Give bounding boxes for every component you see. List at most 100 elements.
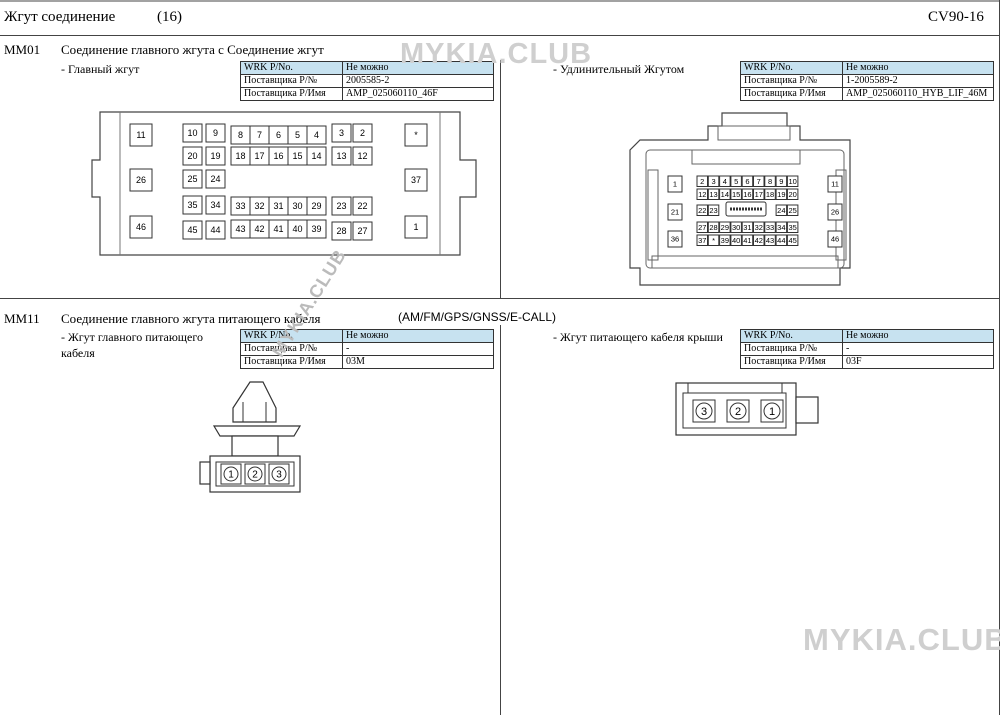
pin-label: 30 xyxy=(732,223,740,232)
pin-label: 15 xyxy=(732,190,740,199)
spec-value: Не можно xyxy=(842,61,994,75)
pin-label: * xyxy=(712,236,715,245)
connector-pin: 28 xyxy=(707,221,720,233)
connector-pin: 26 xyxy=(129,168,153,192)
connector-pin: 25 xyxy=(182,169,203,189)
connector-pin: 14 xyxy=(719,188,731,200)
pin-label: 12 xyxy=(698,190,706,199)
pin-label: 40 xyxy=(292,224,302,234)
pin-label: 26 xyxy=(831,208,839,217)
pin-label: 43 xyxy=(766,236,774,245)
connector-pin: 23 xyxy=(331,196,352,216)
connector-pin: 12 xyxy=(696,188,708,200)
pin-label: 43 xyxy=(235,224,245,234)
pin-label: 22 xyxy=(698,206,706,215)
pin-label: 23 xyxy=(336,201,346,211)
spec-value: Не можно xyxy=(342,61,494,75)
connector-pin: 20 xyxy=(786,188,799,200)
connector-pin: 20 xyxy=(182,146,203,166)
connector-bottom-rail xyxy=(651,255,839,269)
connector-pin: 1 xyxy=(667,175,683,193)
connector-pin: 35 xyxy=(182,195,203,215)
pin-label: 28 xyxy=(336,226,346,236)
pin-label: 15 xyxy=(292,151,302,161)
pin-label: 14 xyxy=(311,151,321,161)
connector-side-tab xyxy=(795,396,819,424)
connector-pin: 3 xyxy=(707,175,720,187)
pin-label: 5 xyxy=(295,130,300,140)
connector-latch xyxy=(232,381,277,423)
pin-label: 24 xyxy=(210,174,220,184)
pin-label: 18 xyxy=(766,190,774,199)
pin-label: 5 xyxy=(734,177,738,186)
pin-label: 27 xyxy=(357,226,367,236)
pin-label: 1 xyxy=(228,470,234,481)
pin-label: 8 xyxy=(768,177,772,186)
connector-pin: 9 xyxy=(775,175,788,187)
connector-pin: 45 xyxy=(182,220,203,240)
mm01-code: MM01 xyxy=(4,42,41,57)
connector-pin: 8 xyxy=(764,175,776,187)
connector-pin: 10 xyxy=(182,123,203,143)
spec-key: WRK P/No. xyxy=(240,329,343,343)
pin-label: 24 xyxy=(777,206,785,215)
pin-label: 35 xyxy=(187,200,197,210)
connector-lock-tab xyxy=(717,125,791,141)
pin-label: 1 xyxy=(769,406,775,418)
pin-label: 3 xyxy=(276,470,282,481)
pin-label: * xyxy=(414,130,418,140)
pin-label: 19 xyxy=(777,190,785,199)
pin-label: 20 xyxy=(788,190,796,199)
pin-label: 42 xyxy=(755,236,763,245)
watermark-bottom: MYKIA.CLUB xyxy=(803,622,1000,657)
pin-label: 45 xyxy=(788,236,796,245)
connector-pin: 33 xyxy=(764,221,776,233)
mm11-left-subtitle-line2: кабеля xyxy=(61,346,95,360)
pin-label: 17 xyxy=(755,190,763,199)
pin-label: 46 xyxy=(136,222,146,232)
connector-pin: * xyxy=(707,234,720,246)
pin-label: 39 xyxy=(721,236,729,245)
pin-label: 44 xyxy=(210,225,220,235)
connector-pin: 3 xyxy=(692,399,716,423)
pin-label: 45 xyxy=(187,225,197,235)
pin-label: 34 xyxy=(777,223,785,232)
pin-label: 20 xyxy=(187,151,197,161)
connector-pin: 15 xyxy=(730,188,742,200)
connector-pin: 19 xyxy=(775,188,788,200)
connector-pin: 10 xyxy=(786,175,799,187)
spec-key: Поставщика P/Имя xyxy=(740,355,843,369)
mm01-left-subtitle: - Главный жгут xyxy=(61,62,140,76)
pin-label: 1 xyxy=(673,180,677,189)
connector-pin: 30 xyxy=(730,221,742,233)
pin-label: 32 xyxy=(254,201,264,211)
pin-label: 18 xyxy=(235,151,245,161)
pin-label: 4 xyxy=(723,177,727,186)
pin-label: 31 xyxy=(743,223,751,232)
connector-pin: 12 xyxy=(352,146,373,166)
pin-label: 29 xyxy=(311,201,321,211)
pin-label: 2 xyxy=(360,128,365,138)
spec-value: 03F xyxy=(842,355,994,369)
header-page-number: (16) xyxy=(157,9,182,25)
connector-pin: 2 xyxy=(244,463,266,485)
connector-pin: 9 xyxy=(205,123,226,143)
connector-pin: 17 xyxy=(753,188,765,200)
watermark-top: MYKIA.CLUB xyxy=(400,38,593,70)
spec-key: WRK P/No. xyxy=(740,61,843,75)
pin-label: 40 xyxy=(732,236,740,245)
pin-label: 37 xyxy=(698,236,706,245)
connector-pin: 24 xyxy=(205,169,226,189)
header-title: Жгут соединение xyxy=(4,9,116,25)
connector-pin: 24 xyxy=(775,204,788,216)
pin-label: 3 xyxy=(339,128,344,138)
connector-pin: 32 xyxy=(753,221,765,233)
pin-label: 6 xyxy=(745,177,749,186)
pin-label: 26 xyxy=(136,175,146,185)
connector-pin: 39 xyxy=(306,219,327,239)
connector-pin: 39 xyxy=(719,234,731,246)
pin-label: 32 xyxy=(755,223,763,232)
